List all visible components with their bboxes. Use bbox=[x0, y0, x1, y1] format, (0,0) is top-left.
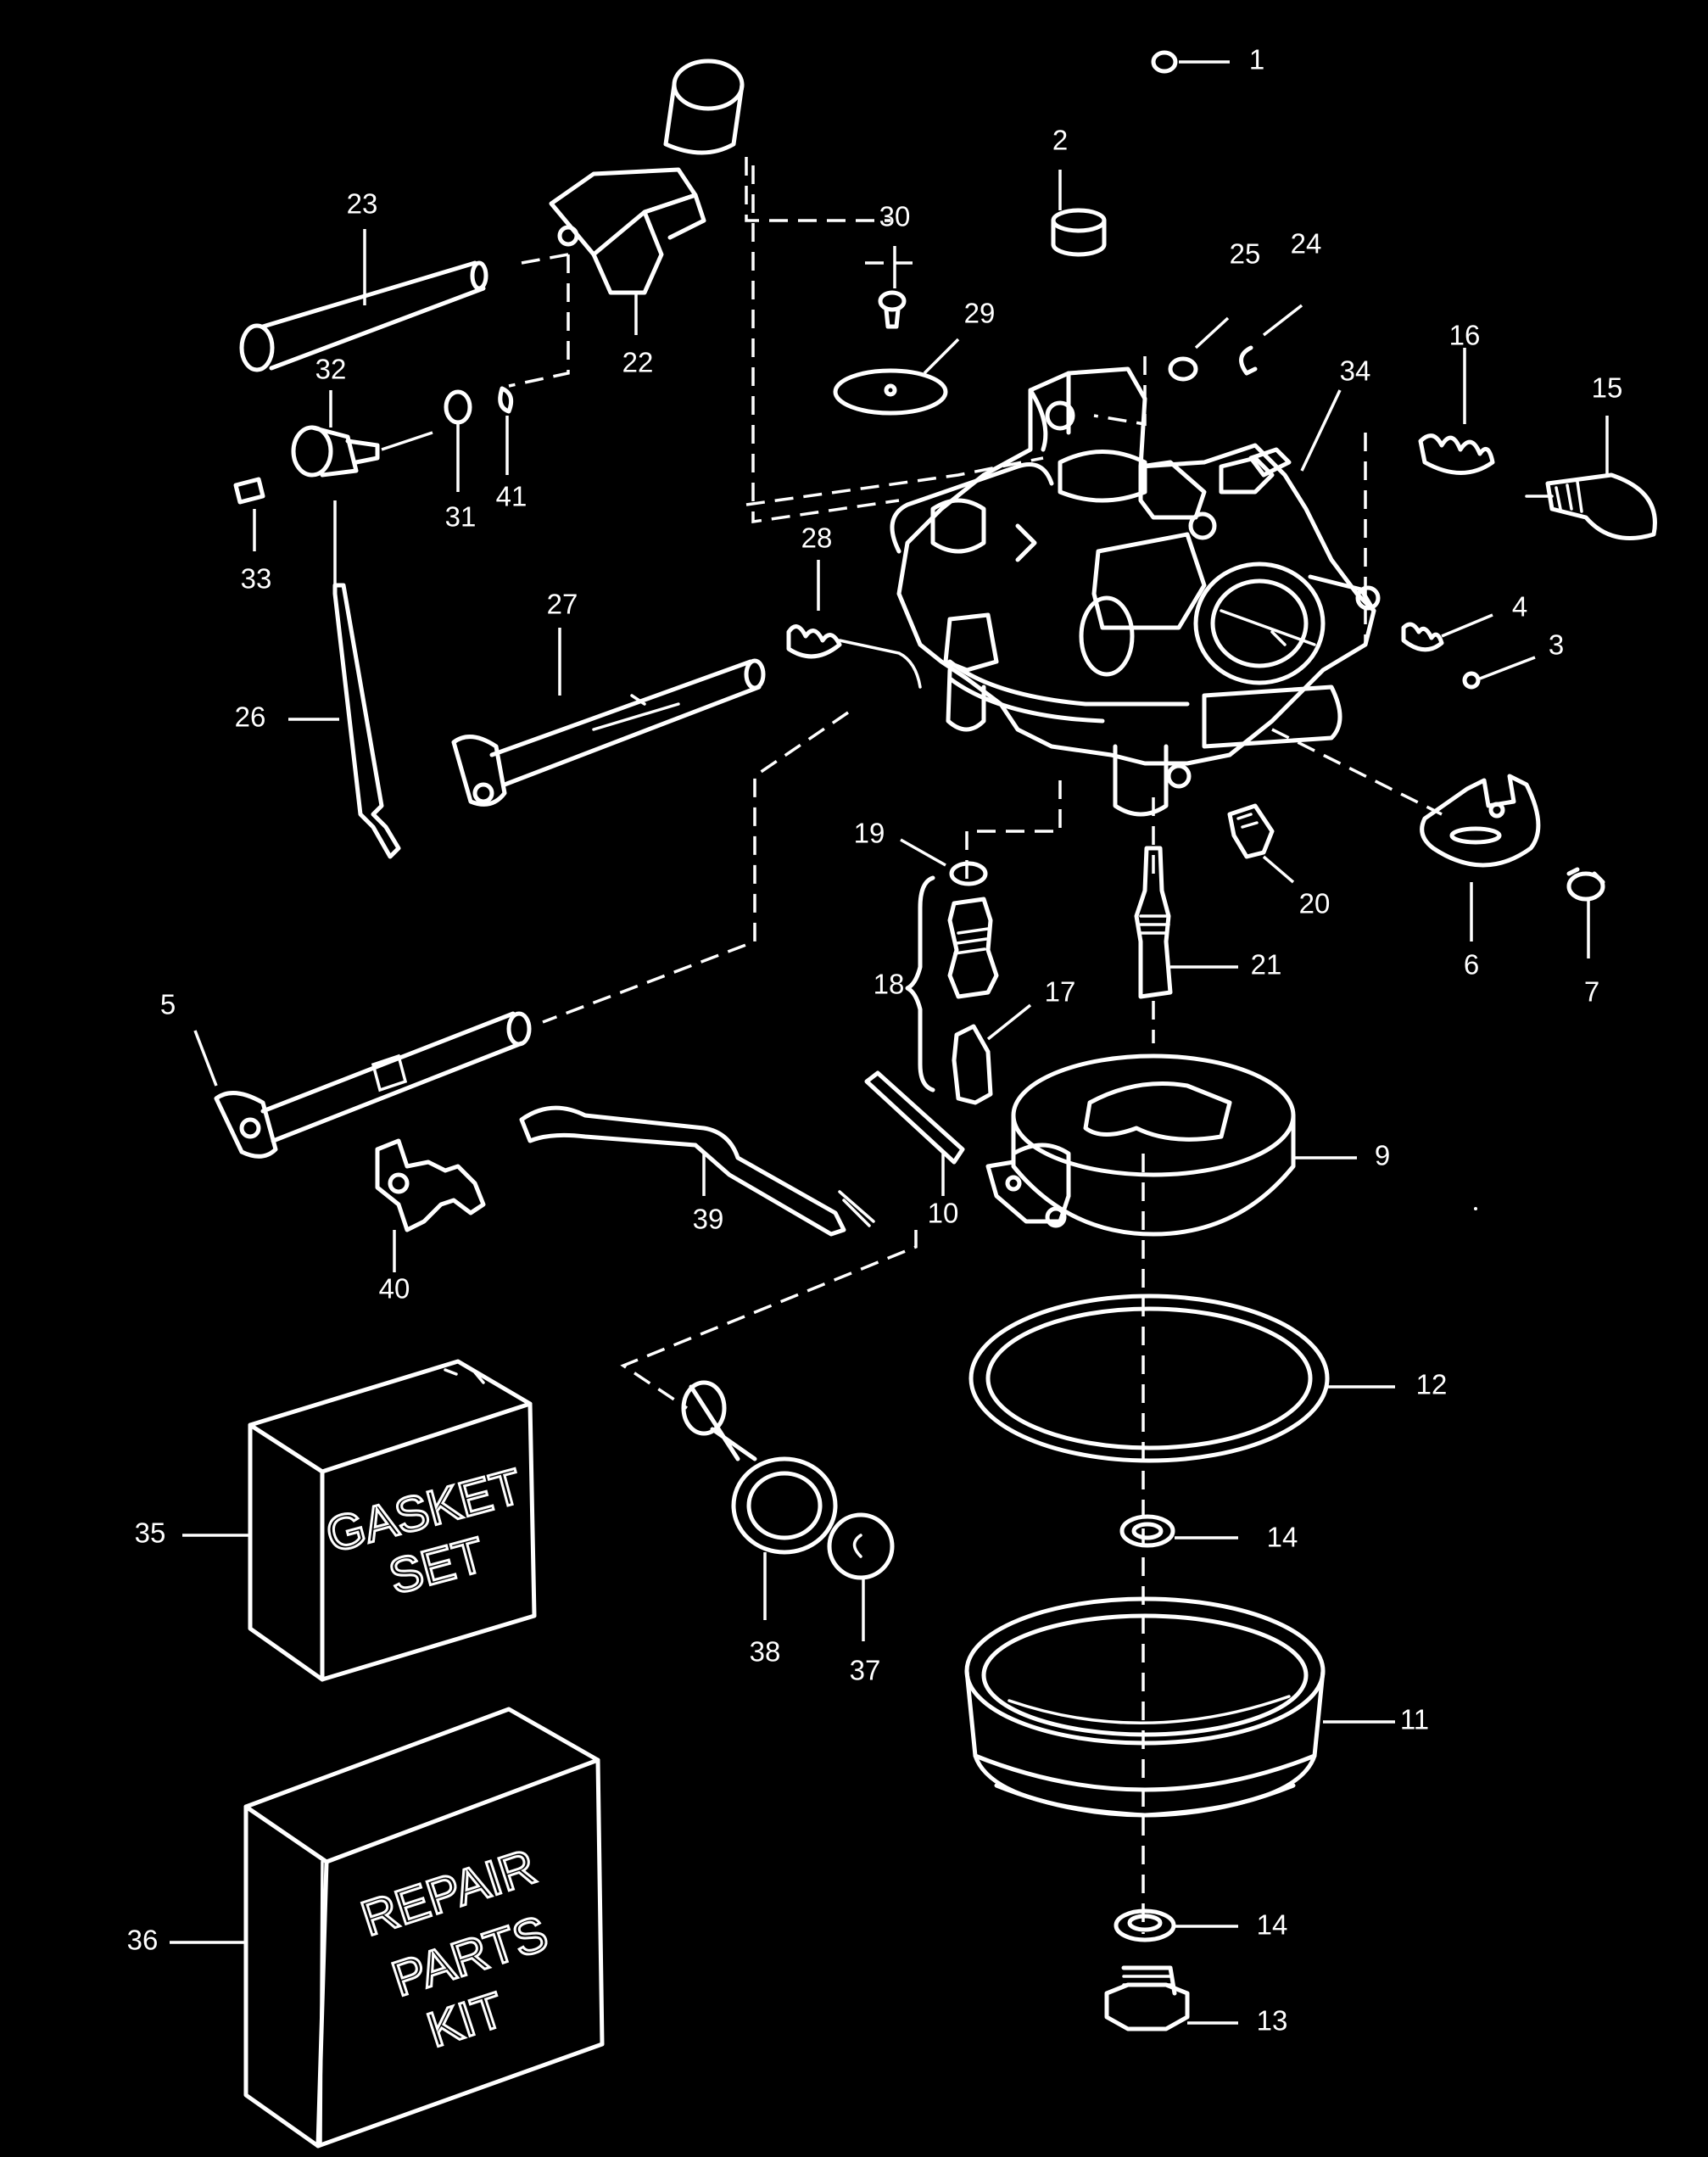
part-26-link-rod bbox=[288, 500, 401, 859]
callout-26: 26 bbox=[235, 701, 266, 733]
part-13-drain-plug bbox=[1104, 1965, 1238, 2031]
part-32-lever-hub bbox=[291, 390, 433, 478]
callout-20: 20 bbox=[1299, 888, 1331, 919]
callout-17: 17 bbox=[1045, 976, 1076, 1008]
callout-2: 2 bbox=[1052, 125, 1068, 156]
part-9-float bbox=[985, 1053, 1357, 1237]
callout-39: 39 bbox=[693, 1204, 724, 1235]
callout-36: 36 bbox=[127, 1925, 159, 1956]
callout-14-upper: 14 bbox=[1267, 1522, 1298, 1553]
callout-1: 1 bbox=[1249, 44, 1264, 75]
callout-23: 23 bbox=[347, 188, 378, 220]
callout-12: 12 bbox=[1416, 1369, 1448, 1400]
part-14-washer-upper bbox=[1119, 1514, 1238, 1548]
part-35-gasket-set-box bbox=[182, 1359, 537, 1682]
callout-3: 3 bbox=[1549, 629, 1564, 661]
part-33-setscrew bbox=[233, 477, 265, 551]
stray-dot bbox=[1474, 1207, 1477, 1210]
callout-27: 27 bbox=[547, 589, 578, 620]
callout-31: 31 bbox=[445, 501, 477, 533]
part-10-pin bbox=[864, 1070, 965, 1196]
callout-18: 18 bbox=[874, 969, 905, 1000]
part-1-plug bbox=[1151, 50, 1230, 74]
part-7-screw bbox=[1566, 867, 1605, 958]
part-31-washer bbox=[444, 389, 472, 492]
part-34-carburetor-body bbox=[890, 366, 1381, 817]
callout-32: 32 bbox=[315, 354, 347, 385]
part-20-plug bbox=[1227, 803, 1295, 884]
callout-34: 34 bbox=[1340, 355, 1371, 387]
callout-4: 4 bbox=[1512, 591, 1527, 623]
callout-30: 30 bbox=[879, 201, 911, 232]
part-6-bracket bbox=[1420, 774, 1541, 942]
callout-25: 25 bbox=[1230, 238, 1261, 270]
assembly-dashed-lines bbox=[508, 157, 1443, 1934]
part-28-spring bbox=[786, 560, 922, 689]
callout-16: 16 bbox=[1449, 320, 1481, 351]
callout-40: 40 bbox=[379, 1273, 410, 1305]
part-15-screw bbox=[1525, 416, 1657, 540]
part-27-shaft bbox=[451, 628, 766, 807]
part-21-nozzle bbox=[1134, 846, 1238, 999]
part-16-spring bbox=[1418, 348, 1495, 475]
part-37-disk bbox=[827, 1512, 895, 1641]
part-17-needle bbox=[952, 1003, 1032, 1105]
callout-6: 6 bbox=[1464, 949, 1479, 981]
part-2-cap bbox=[1051, 170, 1107, 257]
callout-10: 10 bbox=[928, 1198, 959, 1229]
part-41-clip bbox=[498, 386, 514, 475]
callout-19: 19 bbox=[854, 818, 885, 849]
part-3-ball bbox=[1462, 656, 1536, 690]
part-5-choke-shaft bbox=[193, 1011, 532, 1159]
part-19-oring bbox=[900, 838, 988, 886]
callout-41: 41 bbox=[496, 481, 527, 512]
callout-37: 37 bbox=[850, 1655, 881, 1686]
part-11-float-bowl bbox=[964, 1596, 1395, 1818]
callout-7: 7 bbox=[1584, 976, 1599, 1008]
part-39-cable bbox=[519, 1105, 875, 1237]
part-14-washer-lower bbox=[1114, 1908, 1238, 1942]
callout-38: 38 bbox=[750, 1636, 781, 1668]
callout-35: 35 bbox=[135, 1517, 166, 1549]
callout-5: 5 bbox=[160, 989, 176, 1020]
callout-15: 15 bbox=[1592, 372, 1623, 404]
callout-14-lower: 14 bbox=[1257, 1909, 1288, 1941]
part-4-spring bbox=[1401, 613, 1493, 652]
part-18-seat bbox=[905, 875, 999, 1092]
part-38-primer-body bbox=[681, 1380, 838, 1620]
callout-21: 21 bbox=[1251, 949, 1282, 981]
part-36-repair-kit-box bbox=[170, 1707, 605, 2149]
part-12-gasket bbox=[968, 1294, 1395, 1463]
part-30-screw bbox=[878, 246, 907, 329]
part-40-choke-lever bbox=[375, 1138, 486, 1272]
callout-33: 33 bbox=[241, 563, 272, 595]
callout-29: 29 bbox=[964, 298, 996, 329]
callout-labels: 1 2 3 4 5 6 7 9 10 11 12 13 14 14 15 16 … bbox=[127, 44, 1623, 2037]
part-22-bracket bbox=[549, 59, 745, 335]
callout-13: 13 bbox=[1257, 2005, 1288, 2037]
callout-11: 11 bbox=[1400, 1704, 1429, 1735]
callout-22: 22 bbox=[622, 347, 654, 378]
part-23-screw bbox=[239, 229, 488, 372]
part-29-plate bbox=[833, 338, 960, 416]
callout-9: 9 bbox=[1375, 1140, 1390, 1171]
callout-24: 24 bbox=[1291, 228, 1322, 260]
part-24-eclip bbox=[1239, 304, 1303, 376]
part-25-washer bbox=[1168, 316, 1230, 382]
callout-28: 28 bbox=[801, 522, 833, 554]
